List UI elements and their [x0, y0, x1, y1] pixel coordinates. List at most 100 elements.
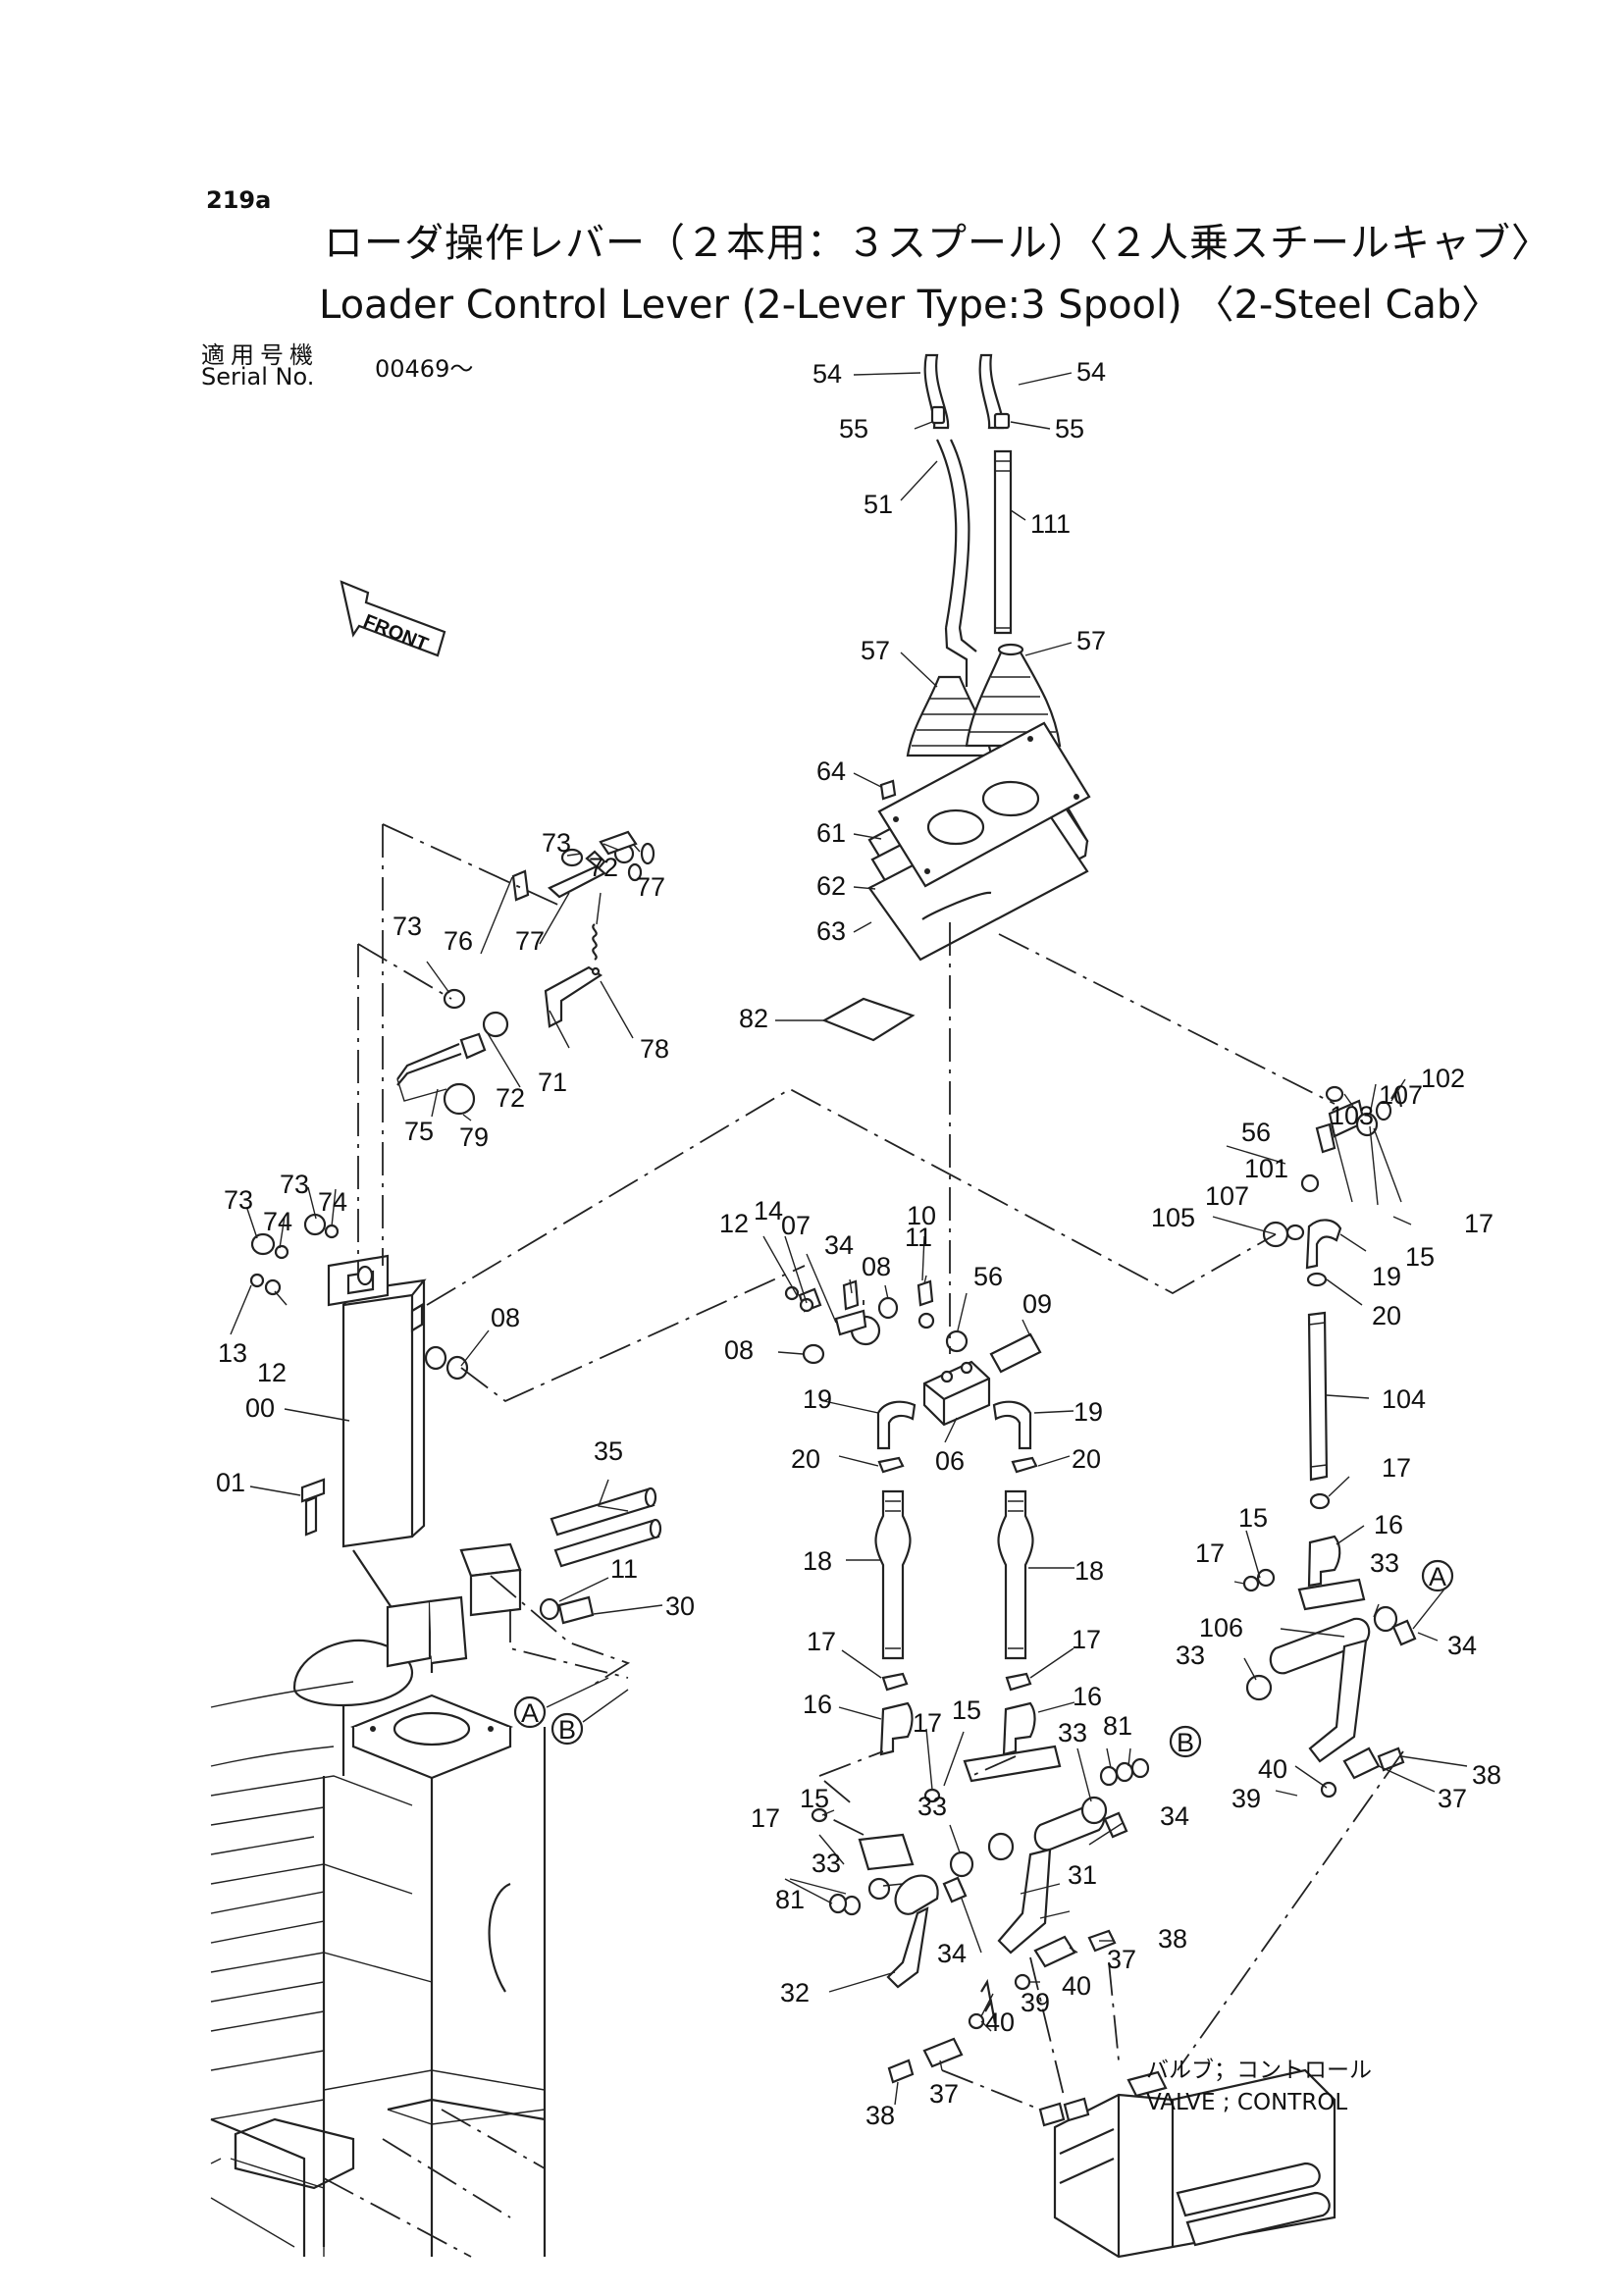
ref-mark-b-circle-center	[1169, 1725, 1202, 1758]
callout-78: 78	[640, 1034, 669, 1064]
callout-15: 15	[800, 1784, 829, 1813]
callout-17: 17	[1072, 1625, 1101, 1654]
callout-56: 56	[1241, 1118, 1271, 1147]
control-valve	[1038, 2068, 1336, 2259]
callout-31: 31	[1068, 1860, 1097, 1890]
ref-mark-b-left: B	[558, 1715, 576, 1745]
valve-note-japanese: バルブ；コントロール	[1146, 2058, 1372, 2083]
callout-76: 76	[444, 926, 473, 956]
valve-note-english: VALVE ; CONTROL	[1146, 2090, 1347, 2115]
callout-19: 19	[1372, 1262, 1401, 1291]
callout-17: 17	[1195, 1538, 1225, 1568]
callout-20: 20	[1072, 1444, 1101, 1474]
callout-17: 17	[807, 1627, 836, 1656]
ref-mark-b-center: B	[1177, 1728, 1194, 1757]
callout-73: 73	[224, 1185, 253, 1215]
serial-number-value: 00469～	[375, 355, 474, 383]
right-lever-linkage	[1242, 1085, 1417, 1799]
callout-12: 12	[719, 1209, 749, 1238]
cover-plates	[821, 721, 1091, 1042]
callout-00: 00	[245, 1393, 275, 1423]
callout-08: 08	[724, 1335, 754, 1365]
callout-39: 39	[1021, 1988, 1050, 2017]
callout-33: 33	[812, 1849, 841, 1878]
callout-34: 34	[937, 1939, 967, 1968]
callout-57: 57	[861, 636, 890, 665]
callout-61: 61	[816, 818, 846, 848]
callout-33: 33	[1176, 1641, 1205, 1670]
callout-17: 17	[1464, 1209, 1493, 1238]
callout-77: 77	[636, 872, 665, 902]
callout-15: 15	[1238, 1503, 1268, 1533]
callout-82: 82	[739, 1004, 768, 1033]
callout-19: 19	[803, 1384, 832, 1414]
callout-17: 17	[751, 1803, 780, 1833]
callout-10: 10	[907, 1201, 936, 1230]
callout-13: 13	[218, 1338, 247, 1368]
title-japanese: ローダ操作レバー（２本用：３スプール）〈２人乗スチールキャブ〉	[324, 221, 1551, 266]
callout-34: 34	[824, 1230, 854, 1260]
callout-105: 105	[1151, 1203, 1195, 1232]
part-callouts: 54 54 55 55 51 111 57 57 64 61 62 63 82 …	[216, 357, 1501, 2130]
callout-39: 39	[1231, 1784, 1261, 1813]
push-rods	[874, 1400, 1038, 1756]
callout-107: 107	[1379, 1080, 1423, 1110]
callout-73: 73	[280, 1170, 309, 1199]
callout-16: 16	[1374, 1510, 1403, 1539]
floor-mount-plate	[349, 1694, 514, 1780]
callout-06: 06	[935, 1446, 965, 1476]
callout-15: 15	[952, 1695, 981, 1725]
callout-38: 38	[865, 2101, 895, 2130]
callout-75: 75	[404, 1117, 434, 1146]
callout-20: 20	[791, 1444, 820, 1474]
stand-hardware	[249, 1213, 595, 1625]
callout-74: 74	[318, 1187, 347, 1217]
callout-111: 111	[1030, 509, 1071, 539]
callout-71: 71	[538, 1068, 567, 1097]
callout-35: 35	[594, 1436, 623, 1466]
serial-label-english: Serial No.	[201, 363, 315, 391]
callout-62: 62	[816, 871, 846, 901]
upper-lever-mechanism	[396, 830, 655, 1116]
callout-19: 19	[1074, 1397, 1103, 1427]
callout-101: 101	[1244, 1154, 1288, 1183]
callout-32: 32	[780, 1978, 810, 2007]
callout-08: 08	[491, 1303, 520, 1332]
callout-37: 37	[1107, 1945, 1136, 1974]
callout-12: 12	[257, 1358, 287, 1387]
callout-57: 57	[1076, 626, 1106, 655]
callout-08: 08	[862, 1252, 891, 1281]
ref-mark-b-circle	[550, 1712, 584, 1746]
callout-73: 73	[542, 828, 571, 858]
callout-102: 102	[1421, 1064, 1465, 1093]
callout-17: 17	[913, 1708, 942, 1738]
ref-mark-a-circle	[513, 1695, 547, 1729]
callout-106: 106	[1199, 1613, 1243, 1642]
callout-54: 54	[1076, 357, 1106, 387]
callout-09: 09	[1022, 1289, 1052, 1319]
callout-34: 34	[1447, 1631, 1477, 1660]
callout-14: 14	[754, 1196, 783, 1225]
callout-40: 40	[985, 2007, 1015, 2037]
callout-18: 18	[1074, 1556, 1104, 1586]
callout-18: 18	[803, 1546, 832, 1576]
page-number: 219a	[206, 186, 272, 214]
callout-103: 103	[1330, 1101, 1374, 1130]
serial-label-japanese: 適用号機	[201, 341, 319, 369]
callout-77: 77	[515, 926, 545, 956]
callout-11: 11	[905, 1223, 932, 1252]
callout-15: 15	[1405, 1242, 1435, 1272]
cab-structure	[210, 1639, 547, 2258]
callout-30: 30	[665, 1591, 695, 1621]
callout-07: 07	[781, 1211, 811, 1240]
callout-16: 16	[803, 1690, 832, 1719]
lever-stand	[327, 1254, 522, 1673]
callout-40: 40	[1062, 1971, 1091, 2001]
ref-mark-a-circle-right	[1421, 1559, 1454, 1592]
callout-104: 104	[1382, 1384, 1426, 1414]
callout-64: 64	[816, 756, 846, 786]
callout-34: 34	[1160, 1801, 1189, 1831]
control-lever-tops	[906, 353, 1062, 757]
ref-mark-a-left: A	[521, 1698, 539, 1728]
